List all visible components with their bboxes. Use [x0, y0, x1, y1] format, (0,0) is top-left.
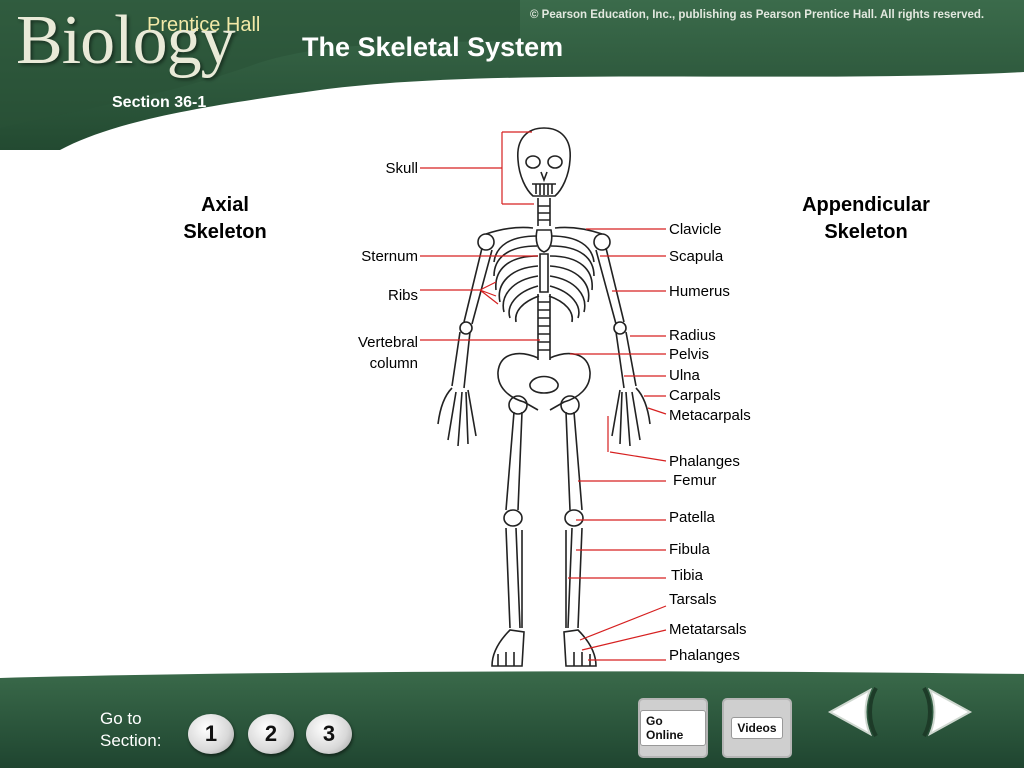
- skeleton-figure: [437, 127, 651, 667]
- page-title: The Skeletal System: [302, 32, 564, 62]
- label-femur: Femur: [673, 472, 717, 489]
- axial-skeleton-heading: Axial Skeleton: [170, 192, 280, 246]
- appendicular-heading-line1: Appendicular: [802, 194, 930, 216]
- label-phalanges-hand: Phalanges: [669, 453, 740, 470]
- goto-section-label: Go to Section:: [100, 708, 161, 752]
- copyright-notice: © Pearson Education, Inc., publishing as…: [530, 9, 985, 21]
- axial-heading-line2: Skeleton: [183, 221, 267, 243]
- section-3-button[interactable]: 3: [306, 714, 352, 754]
- go-online-label: Go Online: [640, 710, 706, 746]
- logo-biology: Biology: [16, 2, 236, 79]
- axial-heading-line1: Axial: [201, 194, 249, 216]
- label-metatarsals: Metatarsals: [669, 621, 747, 638]
- label-sternum: Sternum: [361, 248, 418, 265]
- section-label: Section 36-1: [112, 94, 207, 111]
- label-fibula: Fibula: [669, 541, 710, 558]
- section-1-button[interactable]: 1: [188, 714, 234, 754]
- label-ulna: Ulna: [669, 367, 700, 384]
- videos-label: Videos: [731, 717, 783, 739]
- header-banner: Biology Prentice Hall © Pearson Educatio…: [0, 0, 1024, 150]
- back-arrow-icon[interactable]: [826, 684, 888, 740]
- label-scapula: Scapula: [669, 248, 724, 265]
- label-metacarpals: Metacarpals: [669, 407, 751, 424]
- label-radius: Radius: [669, 327, 716, 344]
- label-tibia: Tibia: [671, 567, 703, 584]
- appendicular-heading-line2: Skeleton: [824, 221, 908, 243]
- videos-button[interactable]: Videos: [722, 698, 792, 758]
- label-carpals: Carpals: [669, 387, 721, 404]
- label-patella: Patella: [669, 509, 715, 526]
- logo-prentice-hall: Prentice Hall: [147, 14, 261, 36]
- label-tarsals: Tarsals: [669, 591, 717, 608]
- label-column: column: [369, 355, 418, 372]
- header-background: [0, 0, 1024, 150]
- section-2-button[interactable]: 2: [248, 714, 294, 754]
- label-humerus: Humerus: [669, 283, 730, 300]
- label-phalanges-foot: Phalanges: [669, 647, 740, 664]
- goto-line1: Go to: [100, 709, 142, 728]
- label-vertebral: Vertebral: [357, 334, 418, 351]
- go-online-button[interactable]: Go Online: [638, 698, 708, 758]
- label-clavicle: Clavicle: [669, 221, 722, 238]
- label-pelvis: Pelvis: [669, 346, 710, 363]
- leader-lines: [420, 131, 667, 661]
- goto-line2: Section:: [100, 731, 162, 750]
- label-ribs: Ribs: [387, 287, 418, 304]
- appendicular-skeleton-heading: Appendicular Skeleton: [786, 192, 946, 246]
- label-skull: Skull: [385, 160, 418, 177]
- forward-arrow-icon[interactable]: [912, 684, 974, 740]
